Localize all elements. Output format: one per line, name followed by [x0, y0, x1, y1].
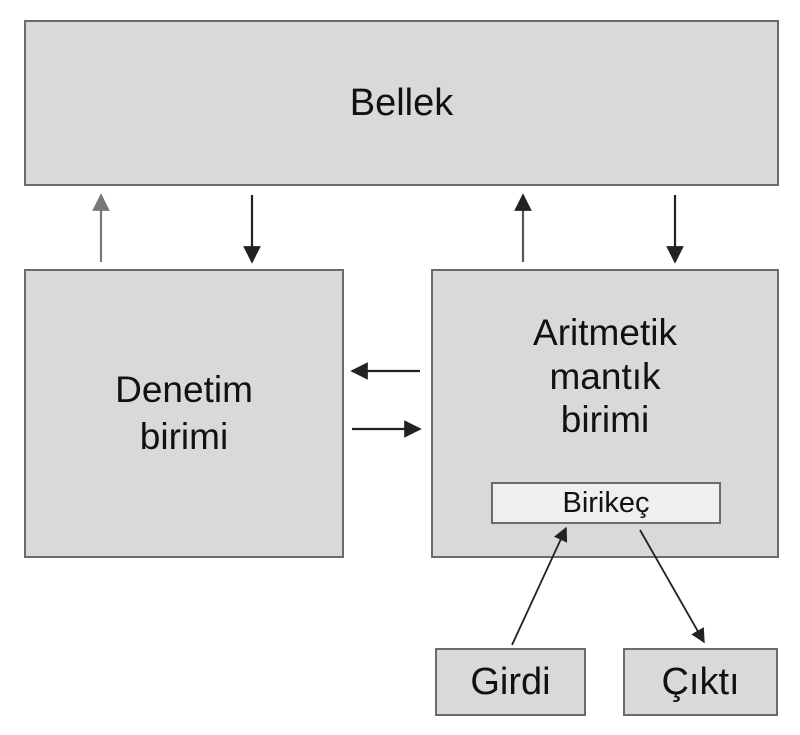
alu-label-line-2: mantık: [549, 355, 661, 397]
alu-label-line-1: Aritmetik: [533, 312, 677, 353]
control-unit-label-line-1: Denetim: [115, 369, 253, 411]
memory-label: Bellek: [349, 81, 454, 124]
accumulator-label: Birikeç: [562, 486, 650, 519]
memory-box: Bellek: [24, 20, 779, 186]
input-to-accumulator-arrow: [511, 526, 568, 646]
alu-label: Aritmetik mantık birimi: [433, 311, 777, 442]
alu-label-line-3: birimi: [560, 399, 650, 441]
output-label: Çıktı: [661, 660, 740, 703]
control-unit-box: Denetim birimi: [24, 269, 344, 558]
alu-box: Aritmetik mantık birimi Birikeç: [431, 269, 779, 558]
input-label: Girdi: [470, 660, 551, 703]
input-box: Girdi: [435, 648, 586, 716]
output-box: Çıktı: [623, 648, 778, 716]
control-unit-label-line-2: birimi: [139, 415, 229, 457]
accumulator-box: Birikeç: [491, 482, 721, 524]
accumulator-to-output-arrow: [639, 529, 705, 644]
